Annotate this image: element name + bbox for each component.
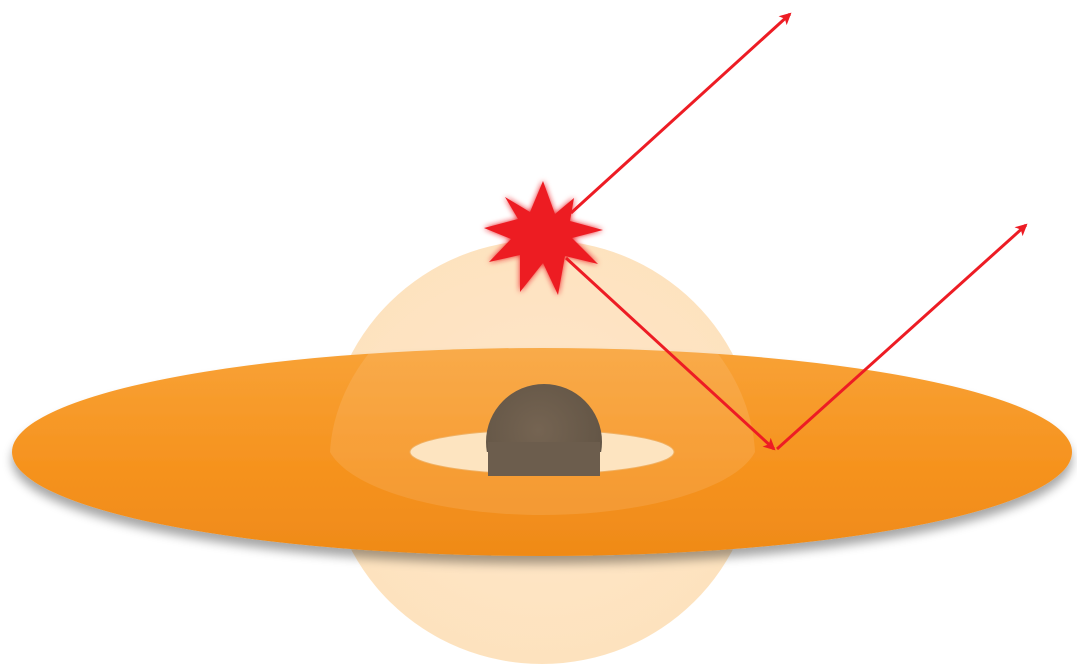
- direct-emission-arrow: [569, 12, 792, 215]
- reflected-emission-arrow: [775, 223, 1028, 451]
- flare-burst: [484, 181, 603, 295]
- incident-ray-arrow: [564, 256, 776, 451]
- black-hole: [486, 384, 602, 476]
